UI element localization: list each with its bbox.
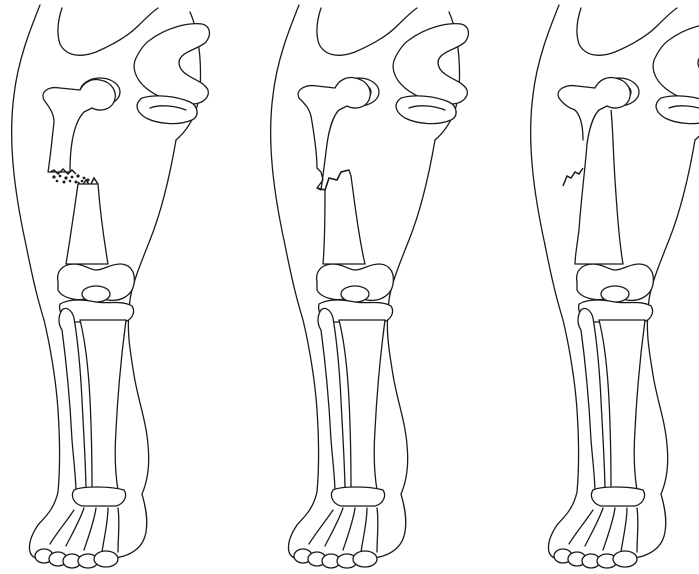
femur-distal-shaft-1 bbox=[66, 184, 108, 264]
panel-1-comminuted-fracture bbox=[12, 5, 210, 568]
panel-2-oblique-fracture bbox=[271, 5, 469, 568]
femur-proximal-fragment-1 bbox=[43, 79, 115, 172]
panel-3-transverse-fracture bbox=[531, 5, 699, 568]
fracture-line-3 bbox=[563, 168, 583, 186]
femur-proximal-fragment-2 bbox=[298, 77, 370, 190]
femur-3 bbox=[558, 77, 630, 264]
femur-distal-shaft-2 bbox=[323, 170, 365, 264]
